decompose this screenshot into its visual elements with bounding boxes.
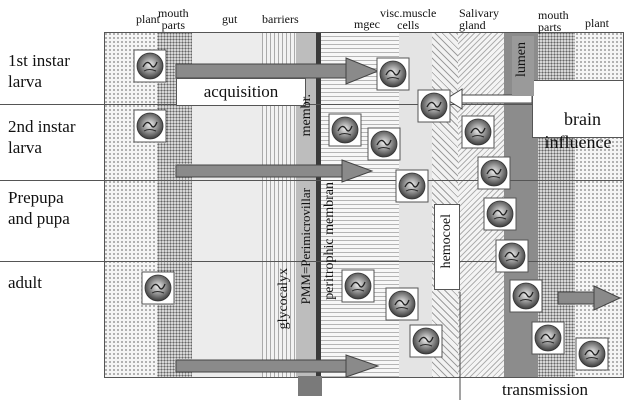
virus-cell-icon: [386, 288, 418, 320]
virus-cell-icon: [462, 116, 494, 148]
virus-cell-icon: [510, 280, 542, 312]
virus-cell-icon: [142, 272, 174, 304]
virus-cell-icon: [410, 325, 442, 357]
virus-cell-icon: [134, 110, 166, 142]
virus-cell-icon: [342, 270, 374, 302]
virus-cell-icon: [134, 50, 166, 82]
virus-cell-icon: [532, 322, 564, 354]
virus-cell-icon: [329, 114, 361, 146]
virus-cell-icon: [478, 157, 510, 189]
virus-cell-icon: [368, 128, 400, 160]
virus-cell-icon: [377, 58, 409, 90]
virus-cell-icon: [484, 198, 516, 230]
virus-cell-icon: [418, 90, 450, 122]
virus-cell-icon: [396, 170, 428, 202]
virus-cell-icon: [496, 240, 528, 272]
virus-cell-icon: [576, 338, 608, 370]
